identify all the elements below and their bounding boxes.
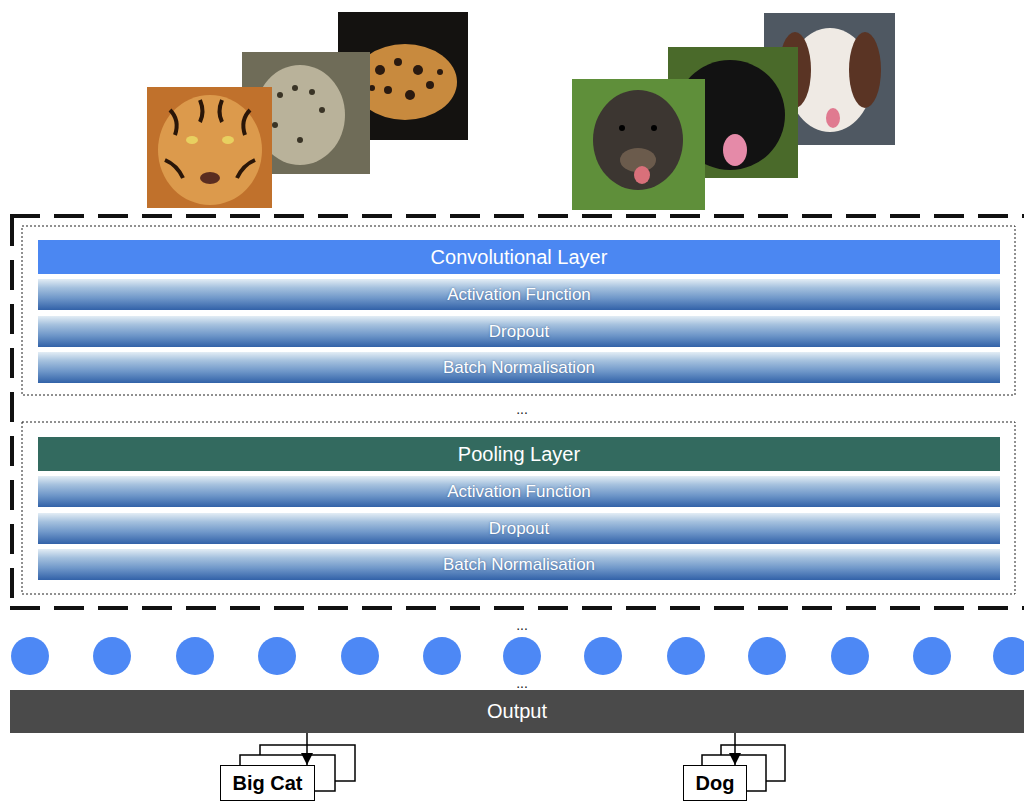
- big-cat-photos: [147, 12, 468, 208]
- layer-group: [22, 422, 1015, 594]
- node-text: Activation Function: [447, 482, 591, 502]
- node-text: Batch Normalisation: [443, 358, 595, 378]
- node-text: Output: [487, 700, 547, 723]
- ellipsis-label: ...: [516, 676, 528, 690]
- layer-band: Activation Function: [38, 476, 1000, 507]
- layer-band: Activation Function: [38, 279, 1000, 310]
- layer-band: Pooling Layer: [38, 437, 1000, 471]
- arrow-connector: [734, 733, 736, 765]
- ellipsis-label: ...: [516, 618, 528, 632]
- jaguar-spots: [369, 58, 443, 100]
- terrier-eye: [619, 125, 625, 131]
- terrier-head: [593, 90, 683, 190]
- spaniel-tongue: [826, 108, 840, 128]
- terrier-eye: [651, 125, 657, 131]
- dense-neurons: [11, 637, 1024, 675]
- node-text: Dropout: [489, 519, 549, 539]
- spaniel-ear: [849, 32, 881, 108]
- tiger-nose: [200, 172, 220, 184]
- leopard-spots: [272, 85, 325, 143]
- class-card: Dog: [683, 765, 747, 801]
- network-frame: [10, 216, 1024, 608]
- layer-band: Batch Normalisation: [38, 352, 1000, 383]
- tiger-stripes: [165, 100, 255, 178]
- tiger-eye: [222, 136, 234, 144]
- tiger-photo: [147, 87, 272, 208]
- output-bar: Output: [10, 690, 1024, 733]
- layer-band: Convolutional Layer: [38, 240, 1000, 274]
- terrier-photo: [572, 79, 705, 210]
- class-card: Big Cat: [220, 765, 315, 801]
- node-text: Batch Normalisation: [443, 555, 595, 575]
- node-text: Big Cat: [233, 772, 303, 795]
- terrier-tongue: [634, 166, 650, 184]
- arrow-connector: [306, 733, 308, 765]
- node-text: Dog: [696, 772, 735, 795]
- black-dog-tongue: [723, 134, 747, 166]
- dog-photos: [572, 13, 895, 210]
- tiger-eye: [186, 136, 198, 144]
- node-text: Pooling Layer: [458, 443, 580, 466]
- layer-band: Dropout: [38, 316, 1000, 347]
- node-text: Dropout: [489, 322, 549, 342]
- node-text: Activation Function: [447, 285, 591, 305]
- tiger-face: [158, 95, 262, 205]
- layer-group: [22, 226, 1015, 395]
- node-text: Convolutional Layer: [431, 246, 608, 269]
- ellipsis-label: ...: [516, 402, 528, 416]
- layer-band: Dropout: [38, 513, 1000, 544]
- layer-band: Batch Normalisation: [38, 549, 1000, 580]
